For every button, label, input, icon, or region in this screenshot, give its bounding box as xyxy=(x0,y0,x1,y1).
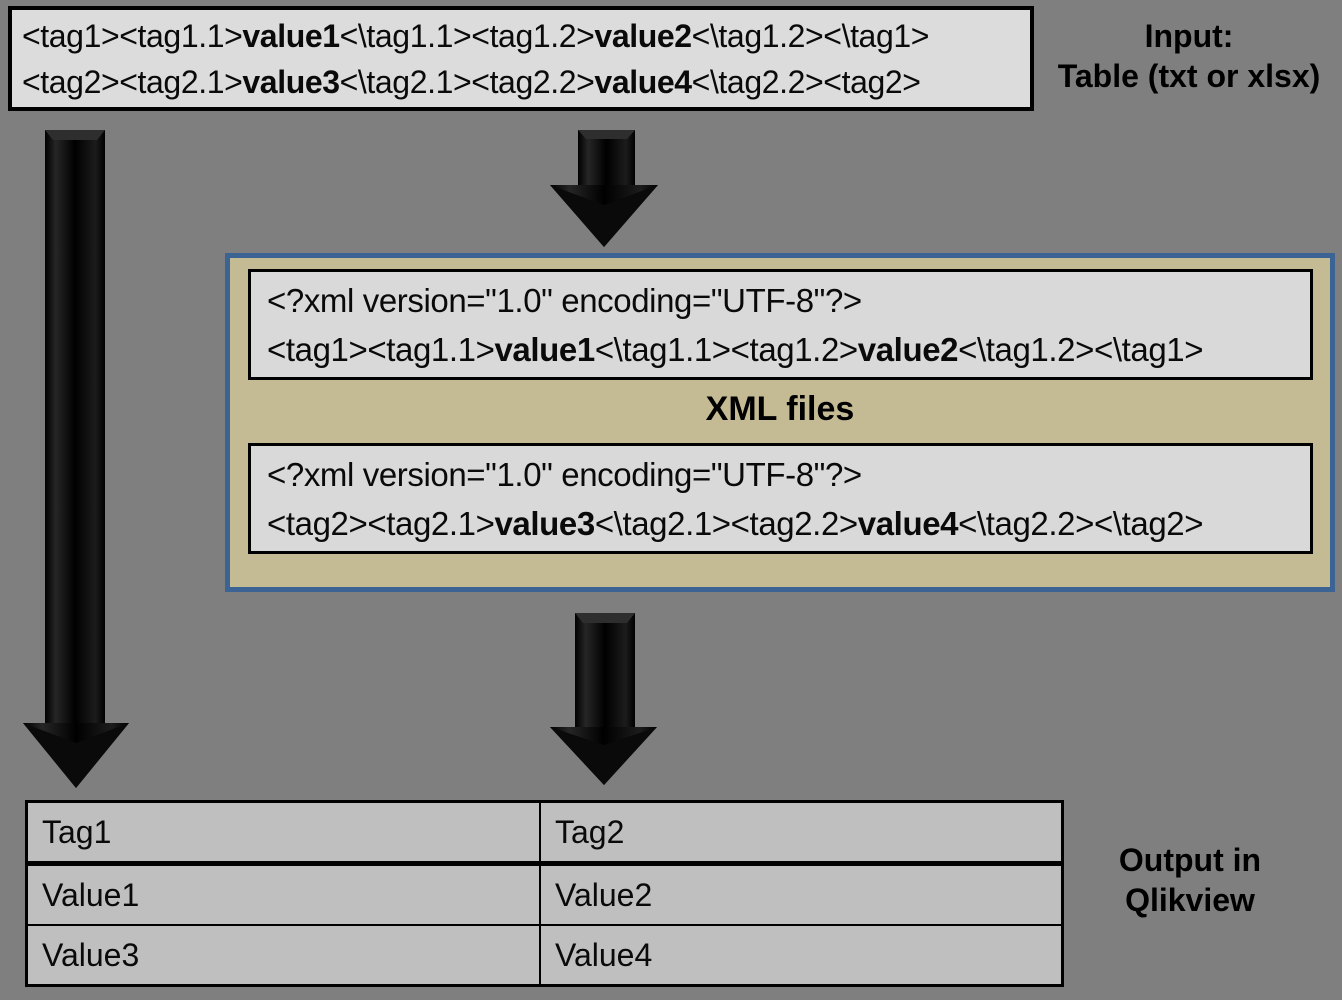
input-label: Input: Table (txt or xlsx) xyxy=(1036,16,1342,96)
xml1-line-1: <?xml version="1.0" encoding="UTF-8"?> xyxy=(267,281,862,319)
xml2-line-2: <tag2><tag2.1>value3<\tag2.1><tag2.2>val… xyxy=(267,504,1204,542)
output-table-cell-r1c1: Value1 xyxy=(25,862,541,926)
xml2-line-1: <?xml version="1.0" encoding="UTF-8"?> xyxy=(267,455,862,493)
xml-file-box-2: <?xml version="1.0" encoding="UTF-8"?> <… xyxy=(248,443,1313,554)
xml1-line-2: <tag1><tag1.1>value1<\tag1.1><tag1.2>val… xyxy=(267,330,1204,368)
output-table-cell-r1c2: Value2 xyxy=(539,862,1064,926)
output-table-header-row: Tag1 Tag2 xyxy=(25,800,1064,866)
output-table-header-tag2: Tag2 xyxy=(539,800,1064,866)
output-table-row-1: Value1 Value2 xyxy=(25,862,1064,926)
output-label: Output in Qlikview xyxy=(1040,840,1340,920)
input-table-box: <tag1><tag1.1>value1<\tag1.1><tag1.2>val… xyxy=(8,6,1034,111)
output-table-row-2: Value3 Value4 xyxy=(25,924,1064,987)
down-arrow-left-long xyxy=(20,128,132,790)
xml-file-box-1: <?xml version="1.0" encoding="UTF-8"?> <… xyxy=(248,269,1313,380)
input-label-line-1: Input: xyxy=(1144,18,1234,54)
down-arrow-xml-to-output xyxy=(548,611,660,787)
output-label-line-2: Qlikview xyxy=(1125,882,1255,918)
down-arrow-input-to-xml xyxy=(548,128,660,249)
output-table: Tag1 Tag2 Value1 Value2 Value3 Value4 xyxy=(25,800,1064,987)
input-line-2: <tag2><tag2.1>value3<\tag2.1><tag2.2>val… xyxy=(22,63,921,100)
input-line-1: <tag1><tag1.1>value1<\tag1.1><tag1.2>val… xyxy=(22,17,930,54)
output-table-header-tag1: Tag1 xyxy=(25,800,541,866)
xml-files-label: XML files xyxy=(705,390,855,428)
input-label-line-2: Table (txt or xlsx) xyxy=(1057,58,1321,94)
output-label-line-1: Output in xyxy=(1118,842,1262,878)
output-table-cell-r2c2: Value4 xyxy=(539,924,1064,987)
output-table-cell-r2c1: Value3 xyxy=(25,924,541,987)
